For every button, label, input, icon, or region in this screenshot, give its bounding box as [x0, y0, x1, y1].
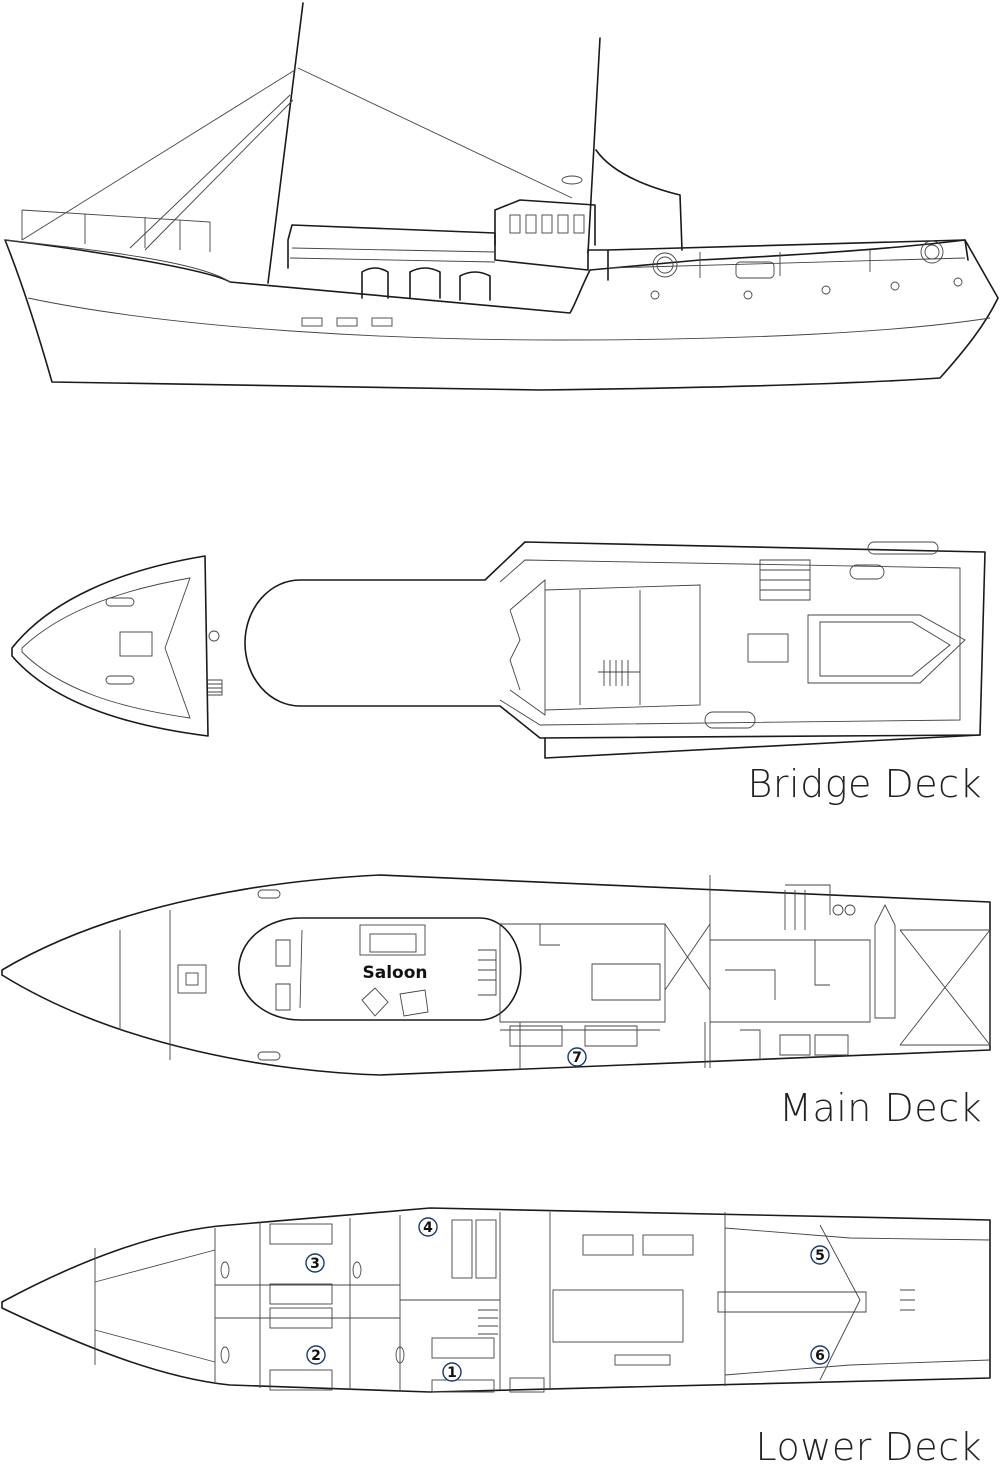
cabin-4-number: 4	[423, 1220, 433, 1236]
cabin-5-number: 5	[815, 1248, 825, 1264]
cabin-3-number: 3	[310, 1256, 320, 1272]
cabin-7-number: 7	[572, 1050, 582, 1066]
ship-side-profile	[4, 2, 999, 391]
bridge-deck-plan	[11, 541, 986, 759]
saloon-label: Saloon	[362, 963, 427, 983]
main-deck-label: Main Deck	[779, 1086, 982, 1130]
cabin-5-marker: 5	[810, 1245, 830, 1265]
cabin-6-number: 6	[815, 1348, 825, 1364]
bridge-deck-label: Bridge Deck	[747, 762, 982, 806]
cabin-1-marker: 1	[442, 1362, 462, 1382]
cabin-1-number: 1	[447, 1365, 457, 1381]
lower-deck-plan: 1 2 3 4 5 6	[1, 1207, 991, 1393]
cabin-2-marker: 2	[306, 1345, 326, 1365]
cabin-7-marker: 7	[567, 1047, 587, 1067]
cabin-2-number: 2	[311, 1348, 321, 1364]
cabin-4-marker: 4	[418, 1217, 438, 1237]
cabin-6-marker: 6	[810, 1345, 830, 1365]
cabin-3-marker: 3	[305, 1253, 325, 1273]
main-deck-plan: Saloon 7	[1, 874, 991, 1076]
lower-deck-label: Lower Deck	[755, 1425, 982, 1469]
